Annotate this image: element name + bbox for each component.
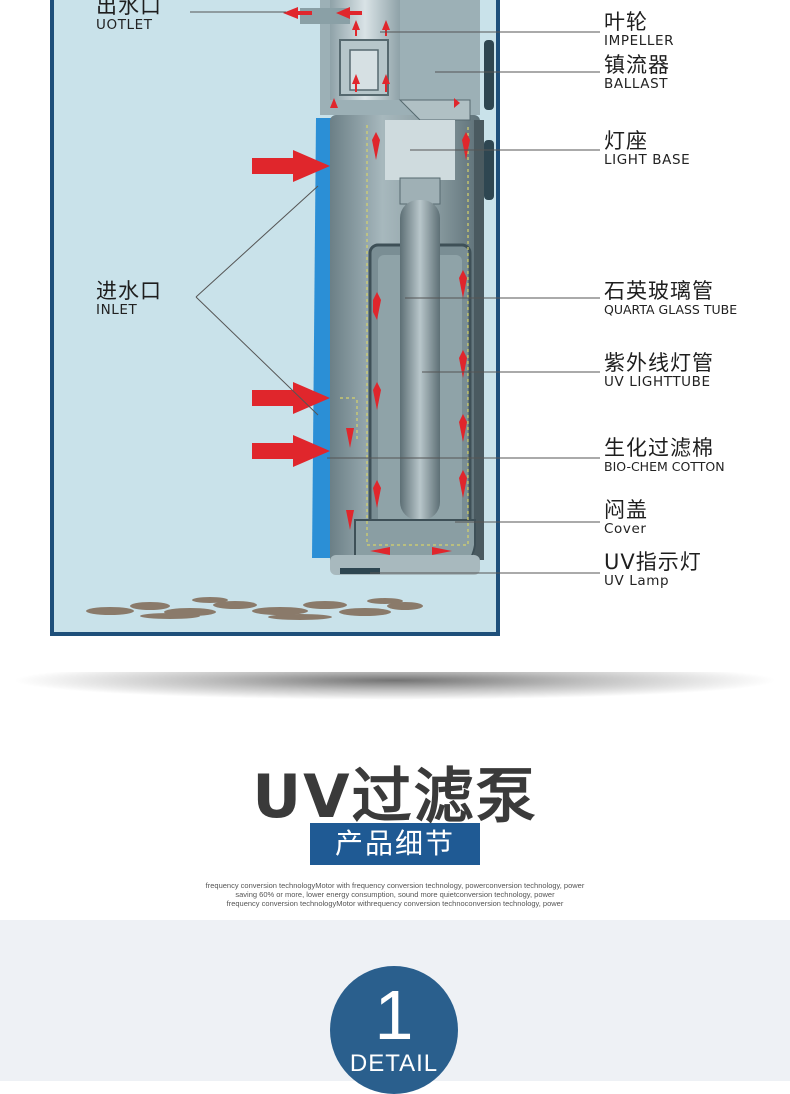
- label-bio-cotton-en: BIO-CHEM COTTON: [604, 459, 725, 474]
- label-uv-tube: 紫外线灯管 UV LIGHTTUBE: [604, 353, 714, 390]
- uv-lighttube: [400, 200, 440, 520]
- fine-print-line: frequency conversion technologyMotor wit…: [205, 881, 585, 890]
- label-impeller: 叶轮 IMPELLER: [604, 12, 674, 49]
- label-impeller-zh: 叶轮: [604, 10, 648, 34]
- label-outlet: 出水口 UOTLET: [96, 0, 162, 33]
- page-title: UV过滤泵: [252, 762, 538, 832]
- label-ballast: 镇流器 BALLAST: [604, 55, 670, 92]
- label-bio-cotton-zh: 生化过滤棉: [604, 436, 714, 460]
- label-quartz-tube: 石英玻璃管 QUARTA GLASS TUBE: [604, 281, 737, 317]
- label-light-base-en: LIGHT BASE: [604, 152, 691, 168]
- detail-word: DETAIL: [349, 1050, 439, 1077]
- pump-diagram: [50, 0, 600, 636]
- leader-lines: [190, 11, 600, 574]
- label-cover-zh: 闷盖: [604, 498, 648, 522]
- fine-print-line: saving 60% or more, lower energy consump…: [235, 890, 555, 899]
- gravel: [86, 597, 423, 620]
- label-ballast-en: BALLAST: [604, 76, 669, 92]
- label-uv-lamp: UV指示灯 UV Lamp: [604, 552, 702, 589]
- fine-print-line: frequency conversion technologyMotor wit…: [226, 899, 564, 908]
- label-outlet-zh: 出水口: [96, 0, 162, 18]
- label-inlet-zh: 进水口: [96, 279, 162, 303]
- subtitle-badge: 产品细节: [310, 823, 480, 865]
- label-outlet-en: UOTLET: [96, 17, 153, 33]
- label-inlet: 进水口 INLET: [96, 281, 162, 318]
- detail-circle: [330, 966, 458, 1094]
- label-inlet-en: INLET: [96, 302, 138, 318]
- inlet-arrows: [252, 150, 330, 467]
- detail-number: 1: [374, 976, 414, 1054]
- label-uv-tube-zh: 紫外线灯管: [604, 351, 714, 375]
- label-light-base-zh: 灯座: [604, 129, 648, 153]
- label-cover-en: Cover: [604, 521, 647, 537]
- label-uv-lamp-zh: UV指示灯: [604, 550, 702, 574]
- label-quartz-tube-en: QUARTA GLASS TUBE: [604, 302, 738, 317]
- label-ballast-zh: 镇流器: [604, 53, 670, 77]
- fine-print: frequency conversion technologyMotor wit…: [150, 881, 640, 908]
- label-uv-tube-en: UV LIGHTTUBE: [604, 374, 711, 390]
- label-impeller-en: IMPELLER: [604, 33, 675, 49]
- label-light-base: 灯座 LIGHT BASE: [604, 131, 690, 168]
- divider-shadow: [10, 672, 780, 700]
- label-quartz-tube-zh: 石英玻璃管: [604, 279, 714, 303]
- label-bio-cotton: 生化过滤棉 BIO-CHEM COTTON: [604, 438, 725, 474]
- label-uv-lamp-en: UV Lamp: [604, 573, 670, 589]
- flow-arrows: [283, 7, 470, 555]
- label-cover: 闷盖 Cover: [604, 500, 648, 537]
